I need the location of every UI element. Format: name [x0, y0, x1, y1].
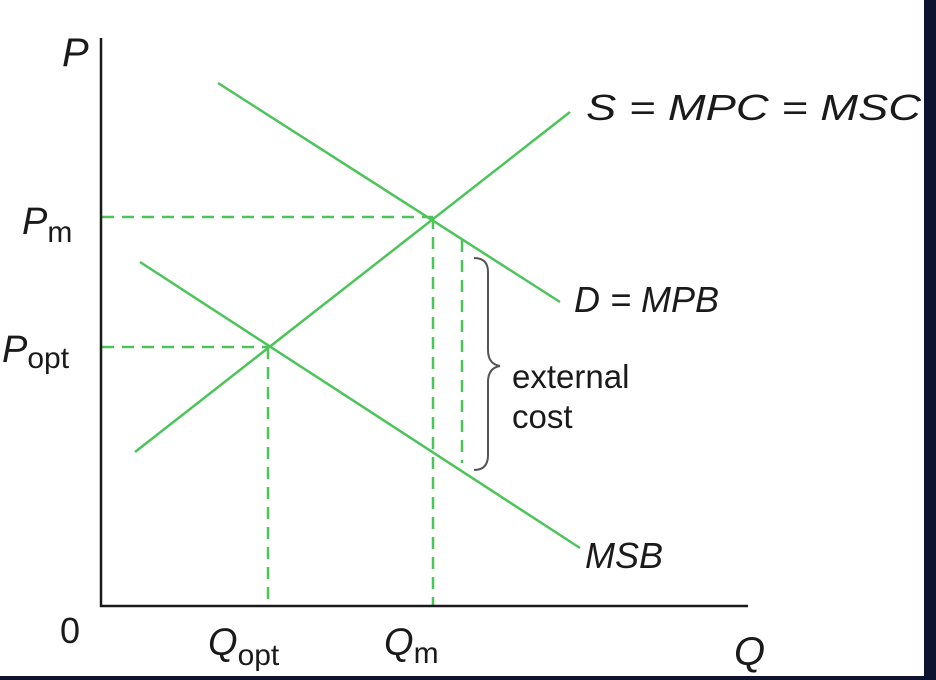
- popt-label-main: P: [2, 329, 28, 371]
- external-cost-label-line1: external: [512, 358, 629, 395]
- qopt-label-main: Q: [208, 622, 238, 664]
- frame-edge-bottom: [0, 676, 936, 680]
- x-axis-label: Q: [734, 630, 765, 674]
- pm-label: Pm: [22, 201, 72, 249]
- popt-label: Popt: [2, 329, 70, 375]
- pm-label-sub: m: [47, 216, 72, 249]
- qm-label-main: Q: [384, 622, 414, 664]
- guide-lines: [102, 215, 464, 606]
- demand-curve-label: D = MPB: [574, 279, 719, 320]
- msb-curve: [139, 260, 581, 550]
- pm-label-main: P: [22, 201, 48, 243]
- y-axis-label: P: [62, 31, 89, 75]
- supply-curve-label: S = MPC = MSC: [586, 87, 922, 128]
- qm-label-sub: m: [414, 637, 439, 670]
- axes: [99, 38, 748, 608]
- origin-label: 0: [60, 610, 80, 651]
- qopt-label-sub: opt: [238, 639, 280, 672]
- curves: [134, 81, 581, 550]
- demand-curve: [217, 81, 561, 304]
- frame-edge-right: [924, 0, 936, 680]
- msb-curve-label: MSB: [585, 535, 663, 576]
- qm-label: Qm: [384, 622, 439, 670]
- qopt-label: Qopt: [208, 622, 280, 672]
- popt-label-sub: opt: [27, 342, 69, 375]
- external-cost-brace: [473, 257, 501, 471]
- supply-curve: [134, 111, 571, 453]
- external-cost-label-line2: cost: [512, 398, 573, 435]
